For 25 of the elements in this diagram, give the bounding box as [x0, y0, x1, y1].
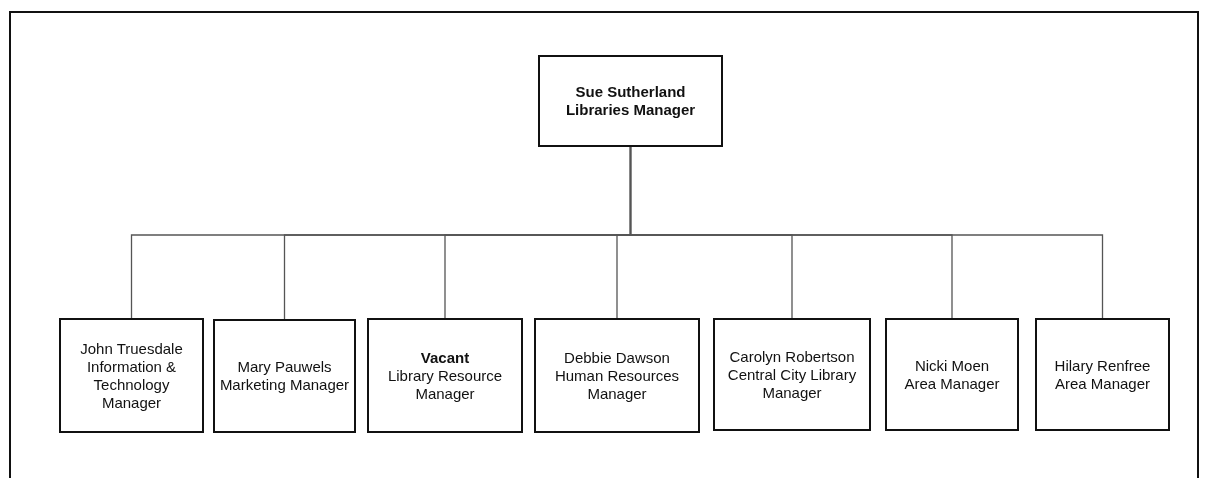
- job-title: Library Resource Manager: [386, 366, 504, 403]
- org-box: [713, 318, 871, 431]
- org-box: [538, 55, 723, 147]
- job-title: Human Resources Manager: [553, 366, 681, 403]
- person-name: Carolyn Robertson: [729, 347, 855, 366]
- org-box: [367, 318, 523, 433]
- person-name: Nicki Moen: [914, 356, 990, 375]
- org-box: [534, 318, 700, 433]
- job-title: Central City Library Manager: [726, 365, 858, 402]
- person-name: Hilary Renfree: [1054, 356, 1151, 375]
- connector-line: [629, 146, 1104, 319]
- job-title: Libraries Manager: [565, 101, 696, 119]
- person-name: Sue Sutherland: [575, 83, 686, 101]
- job-title: Marketing Manager: [219, 376, 350, 394]
- org-box: [213, 319, 356, 433]
- person-name: Debbie Dawson: [564, 348, 670, 367]
- person-name: John Truesdale: [80, 339, 183, 358]
- job-title: Information & Technology Manager: [85, 357, 178, 412]
- org-box: [1035, 318, 1170, 431]
- job-title: Area Manager: [1054, 374, 1151, 393]
- org-box: [59, 318, 204, 433]
- org-box: [885, 318, 1019, 431]
- job-title: Area Manager: [904, 374, 1000, 393]
- person-name: Mary Pauwels: [237, 358, 332, 376]
- person-name: Vacant: [420, 348, 470, 367]
